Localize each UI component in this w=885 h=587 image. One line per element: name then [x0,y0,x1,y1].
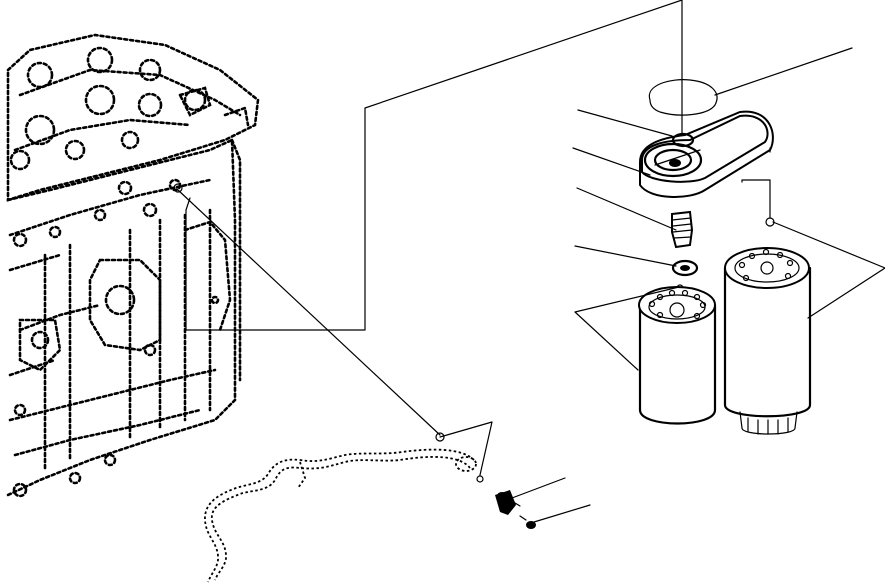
hose-clamp-bolt [519,515,536,529]
drain-hose [204,448,477,583]
head-o-ring [671,132,695,148]
callout-hose [439,421,493,476]
adapter-washer [671,259,699,277]
spin-on-filter-short [638,286,717,425]
callout-bolt [533,504,591,523]
filter-head-gasket [648,79,718,116]
block-fuel-port [173,183,183,193]
filter-adapter-nipple [671,210,694,249]
callout-short-filter [574,286,680,371]
callout-o-ring [577,109,673,137]
callout-long-filter [772,221,885,319]
hose-leader [177,189,441,436]
hose-fitting [495,490,521,515]
callout-washer [574,245,677,267]
spin-on-filter-long [723,247,812,435]
mount-leader-box [185,0,683,331]
callout-fitting [511,477,566,499]
callout-gasket [714,47,853,96]
fuel-filter-head [639,110,774,198]
callout-nipple [576,187,677,231]
callout-head [572,147,651,176]
engine-block [6,33,260,498]
